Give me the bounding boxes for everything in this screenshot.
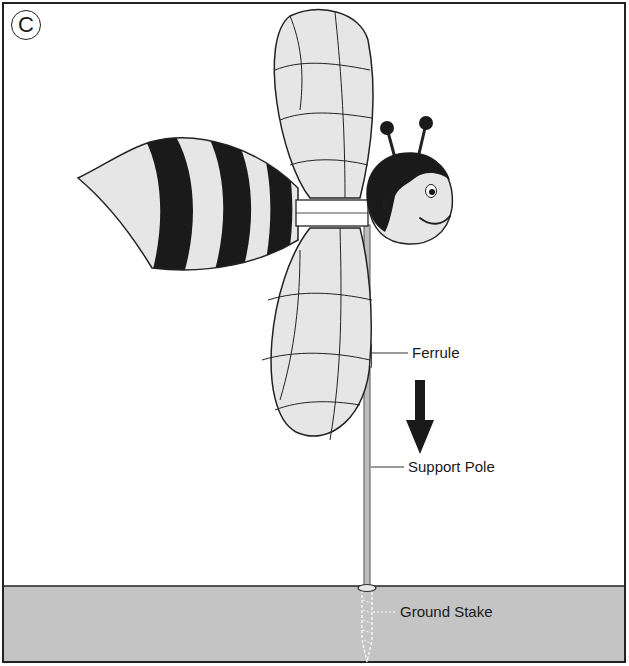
frame	[3, 3, 625, 662]
part-label: Ground Stake	[400, 603, 493, 621]
panel-letter: C	[18, 14, 34, 36]
bee-head	[367, 116, 452, 244]
leader-line	[373, 612, 396, 613]
leader-line	[371, 467, 404, 468]
band-line	[296, 213, 368, 214]
panel-letter-circle: C	[11, 10, 41, 40]
part-label: Support Pole	[408, 458, 495, 476]
stake-thread	[363, 600, 371, 643]
bee-wings	[271, 10, 373, 436]
stake-collar	[358, 585, 376, 592]
part-label: Ferrule	[412, 344, 460, 362]
ground-stake	[362, 590, 372, 662]
bee-body	[78, 130, 298, 280]
leader-line	[372, 353, 408, 354]
wing-veins	[262, 12, 372, 440]
ground-line	[4, 585, 624, 587]
direction-arrow	[406, 380, 434, 454]
body-band	[296, 200, 368, 226]
ground	[4, 586, 624, 661]
